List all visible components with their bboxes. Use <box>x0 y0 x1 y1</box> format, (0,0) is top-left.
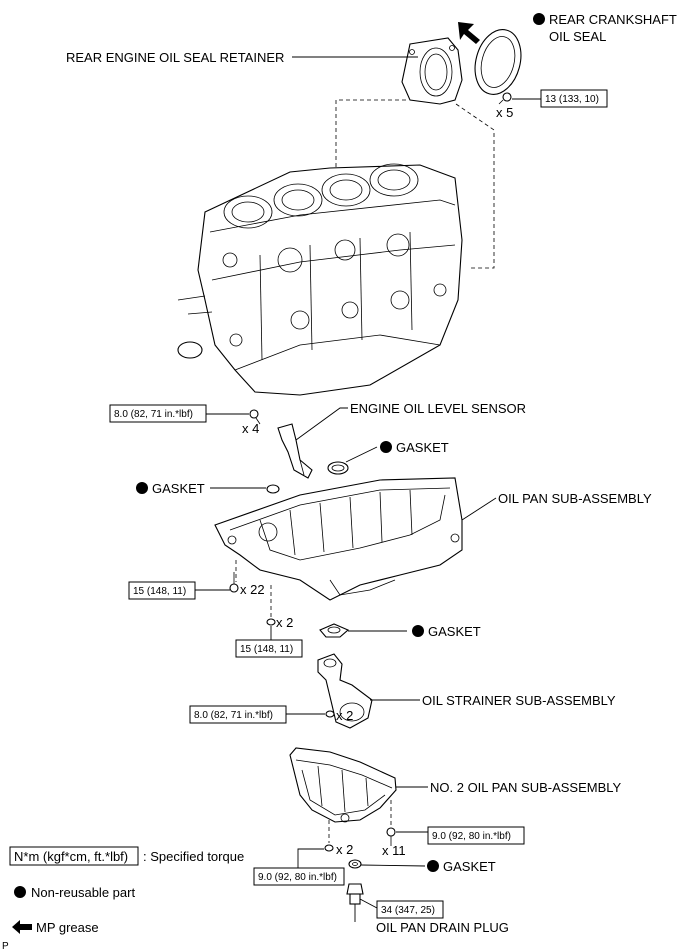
legend-mp-grease: MP grease <box>36 920 99 935</box>
retainer-bolt <box>498 92 512 105</box>
sensor-gasket-label: GASKET <box>396 440 449 455</box>
legend-torque-box <box>9 846 139 866</box>
retainer-bolt-qty: x 5 <box>496 105 513 120</box>
non-reusable-dot-icon <box>427 860 439 872</box>
no2-pan-nut-qty: x 2 <box>336 842 353 857</box>
mp-grease-arrow-icon <box>12 920 32 934</box>
drain-plug-torque-box <box>376 900 444 919</box>
rear-crankshaft-label-2: OIL SEAL <box>549 29 606 44</box>
sensor-label: ENGINE OIL LEVEL SENSOR <box>350 401 526 416</box>
engine-block <box>177 163 463 396</box>
non-reusable-dot-icon <box>533 13 545 25</box>
no2-pan-nut <box>324 844 334 852</box>
rear-engine-oil-seal-retainer <box>401 37 463 105</box>
oil-pan-nut-torque: 15 (148, 11) <box>240 644 293 655</box>
retainer-torque-box <box>540 89 608 108</box>
left-gasket-label: GASKET <box>152 481 205 496</box>
oil-pan-label: OIL PAN SUB-ASSEMBLY <box>498 491 652 506</box>
strainer-label: OIL STRAINER SUB-ASSEMBLY <box>422 693 616 708</box>
no2-pan-nut-torque-box <box>253 867 345 886</box>
retainer-torque: 13 (133, 10) <box>545 94 599 105</box>
no2-pan-bolt-torque: 9.0 (92, 80 in.*lbf) <box>432 831 511 842</box>
oil-strainer-sub-assembly <box>317 653 373 729</box>
strainer-gasket <box>319 623 350 638</box>
retainer-label: REAR ENGINE OIL SEAL RETAINER <box>66 50 284 65</box>
oil-pan-bolt-torque-box <box>128 581 196 600</box>
strainer-nut-qty: x 2 <box>336 708 353 723</box>
sensor-torque-box <box>109 404 207 423</box>
legend: N*m (kgf*cm, ft.*lbf) : Specified torque… <box>9 846 244 935</box>
no2-pan-bolt-qty: x 11 <box>382 843 406 858</box>
oil-pan-bolt <box>229 572 239 593</box>
sensor-bolt-qty: x 4 <box>242 421 259 436</box>
left-gasket <box>266 484 280 494</box>
legend-torque-unit: N*m (kgf*cm, ft.*lbf) <box>14 849 128 864</box>
drain-plug-label: OIL PAN DRAIN PLUG <box>376 920 509 935</box>
mp-grease-arrow-icon <box>458 22 480 44</box>
oil-pan-nut-torque-box <box>235 639 303 658</box>
non-reusable-dot-icon <box>412 625 424 637</box>
strainer-torque: 8.0 (82, 71 in.*lbf) <box>194 710 273 721</box>
oil-pan-nut-qty: x 2 <box>276 615 293 630</box>
oil-pan-drain-plug <box>346 883 364 905</box>
sensor-bolt <box>249 409 261 425</box>
sensor-gasket <box>327 461 349 475</box>
legend-torque-desc: : Specified torque <box>143 849 244 864</box>
drain-gasket-label: GASKET <box>443 859 496 874</box>
legend-non-reusable: Non-reusable part <box>31 885 135 900</box>
oil-pan-bolt-qty: x 22 <box>240 582 265 597</box>
rear-crankshaft-label-1: REAR CRANKSHAFT <box>549 12 677 27</box>
engine-oil-level-sensor <box>277 423 313 479</box>
no2-pan-nut-torque: 9.0 (92, 80 in.*lbf) <box>258 872 337 883</box>
corner-mark: P <box>2 941 9 952</box>
oil-pan-nut <box>266 618 276 626</box>
non-reusable-dot-icon <box>136 482 148 494</box>
strainer-gasket-label: GASKET <box>428 624 481 639</box>
rear-crankshaft-oil-seal <box>474 29 522 95</box>
non-reusable-dot-icon <box>14 886 26 898</box>
sensor-torque: 8.0 (82, 71 in.*lbf) <box>114 409 193 420</box>
no2-pan-bolt <box>386 827 396 846</box>
drain-gasket <box>348 859 362 869</box>
no2-pan-bolt-torque-box <box>427 826 525 845</box>
strainer-torque-box <box>189 705 287 724</box>
oil-pan-bolt-torque: 15 (148, 11) <box>133 586 186 597</box>
drain-plug-torque: 34 (347, 25) <box>381 905 435 916</box>
no2-pan-label: NO. 2 OIL PAN SUB-ASSEMBLY <box>430 780 622 795</box>
oil-pan-sub-assembly <box>214 477 463 601</box>
no2-oil-pan-sub-assembly <box>289 747 397 823</box>
strainer-nut <box>325 710 335 718</box>
non-reusable-dot-icon <box>380 441 392 453</box>
